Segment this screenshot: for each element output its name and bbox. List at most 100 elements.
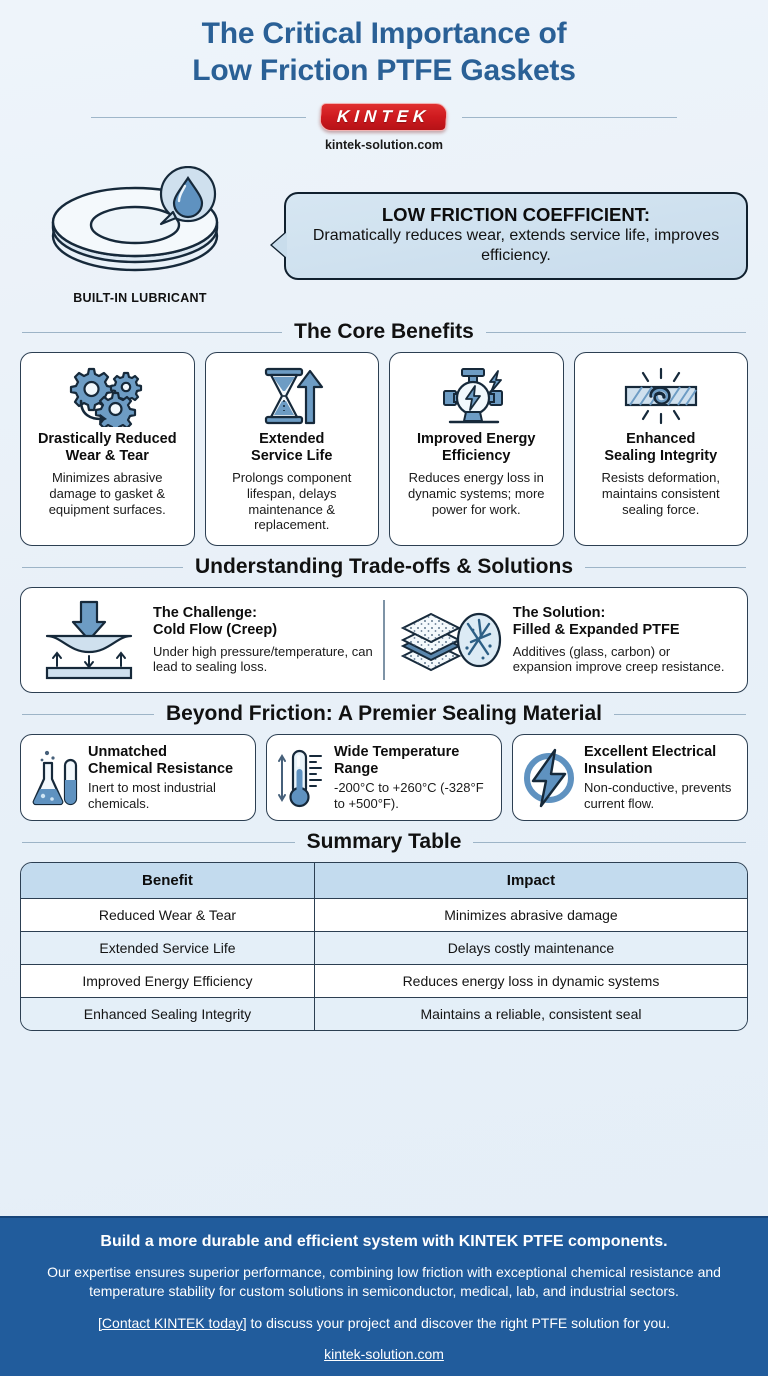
benefit-card-service-life: Extended Service Life Prolongs component… [204, 352, 379, 547]
heading-rule-left [22, 566, 183, 568]
heading-rule-right [473, 841, 746, 843]
heading-rule-right [614, 713, 746, 715]
brand-url: kintek-solution.com [324, 138, 444, 153]
title-line-2: Wear & Tear [65, 448, 149, 464]
feature-card-body: Excellent Electrical Insulation Non-cond… [584, 744, 737, 811]
footer-url-link[interactable]: kintek-solution.com [324, 1346, 444, 1362]
title-line-2: Low Friction PTFE Gaskets [192, 53, 576, 87]
gasket-ring-droplet-icon [51, 166, 219, 272]
feature-card-body: Wide Temperature Range -200°C to +260°C … [334, 744, 491, 811]
feature-card-title: Excellent Electrical Insulation [584, 744, 737, 777]
section-title: Beyond Friction: A Premier Sealing Mater… [165, 702, 603, 726]
benefit-card-desc: Prolongs component lifespan, delays main… [232, 469, 352, 533]
benefit-card-desc: Resists deformation, maintains consisten… [601, 469, 721, 517]
benefit-card-desc: Minimizes abrasive damage to gasket & eq… [48, 469, 166, 517]
seal-knot-icon [583, 363, 740, 429]
contact-link[interactable]: [Contact KINTEK today] [98, 1315, 247, 1332]
feature-card-desc: -200°C to +260°C (-328°F to +500°F). [334, 780, 484, 811]
benefit-card-title: Extended Service Life [214, 431, 371, 465]
tradeoff-solution-body: The Solution: Filled & Expanded PTFE Add… [513, 605, 733, 675]
heading-rule-left [22, 331, 283, 333]
feature-card-electrical-insulation: Excellent Electrical Insulation Non-cond… [512, 734, 748, 822]
title-line-1: Excellent Electrical [584, 744, 717, 761]
benefit-card-sealing: Enhanced Sealing Integrity Resists defor… [573, 352, 748, 547]
benefit-card-title: Improved Energy Efficiency [398, 431, 555, 465]
benefit-card-title: Drastically Reduced Wear & Tear [29, 431, 186, 465]
feature-card-chemical-resistance: Unmatched Chemical Resistance Inert to m… [20, 734, 256, 822]
title-line-2: Cold Flow (Creep) [153, 622, 278, 639]
feature-card-desc: Non-conductive, prevents current flow. [584, 780, 732, 811]
title-line-1: The Solution: [512, 605, 606, 622]
kintek-logo-text: KINTEK [336, 107, 432, 127]
section-title: Understanding Trade-offs & Solutions [195, 555, 574, 579]
divider-right [461, 116, 677, 118]
cell-impact: Maintains a reliable, consistent seal [313, 997, 747, 1031]
table-row: Improved Energy Efficiency Reduces energ… [21, 964, 747, 999]
feature-card-title: Wide Temperature Range [334, 744, 491, 777]
column-header-impact: Impact [313, 863, 747, 900]
section-heading-summary: Summary Table [0, 830, 768, 854]
hero-illustration-caption: BUILT-IN LUBRICANT [73, 291, 207, 306]
footer-heading: Build a more durable and efficient syste… [100, 1233, 668, 1251]
core-benefits-grid: Drastically Reduced Wear & Tear Minimize… [0, 352, 768, 547]
table-head: Benefit Impact [21, 863, 747, 900]
hero-callout: LOW FRICTION COEFFICIENT: Dramatically r… [272, 191, 748, 280]
benefit-card-desc: Reduces energy loss in dynamic systems; … [407, 469, 545, 517]
feature-card-title: Unmatched Chemical Resistance [88, 744, 245, 777]
table-body: Reduced Wear & Tear Minimizes abrasive d… [21, 898, 747, 1031]
cell-benefit: Reduced Wear & Tear [21, 898, 315, 933]
filled-layers-icon [395, 598, 503, 682]
tradeoffs-panel: The Challenge: Cold Flow (Creep) Under h… [20, 587, 748, 694]
title-line-2: Efficiency [442, 448, 511, 464]
summary-table-wrap: Benefit Impact Reduced Wear & Tear Minim… [20, 862, 748, 1032]
benefit-card-energy: Improved Energy Efficiency Reduces energ… [389, 352, 564, 547]
tradeoff-solution-desc: Additives (glass, carbon) or expansion i… [512, 643, 725, 675]
brand-block: KINTEK [319, 103, 449, 132]
panel-divider [383, 600, 385, 681]
page-title: The Critical Importance of Low Friction … [24, 16, 744, 89]
cell-impact: Minimizes abrasive damage [313, 898, 747, 933]
bottom-spacer [0, 1031, 768, 1039]
title-line-2: Sealing Integrity [604, 448, 718, 464]
title-line-2: Chemical Resistance [88, 760, 234, 777]
table-header-row: Benefit Impact [21, 863, 747, 900]
gears-icon [29, 363, 186, 429]
tradeoff-challenge-title: The Challenge: Cold Flow (Creep) [153, 605, 373, 639]
table-row: Extended Service Life Delays costly main… [21, 931, 747, 966]
thermometer-icon [277, 747, 325, 809]
cell-benefit: Extended Service Life [21, 931, 315, 966]
title-line-2: Filled & Expanded PTFE [512, 622, 680, 639]
benefit-card-wear: Drastically Reduced Wear & Tear Minimize… [20, 352, 195, 547]
title-line-2: Range [334, 760, 379, 777]
table-row: Enhanced Sealing Integrity Maintains a r… [21, 997, 747, 1031]
hero-callout-wrap: LOW FRICTION COEFFICIENT: Dramatically r… [266, 191, 748, 280]
hero-illustration-block: BUILT-IN LUBRICANT [20, 166, 260, 305]
hero-section: BUILT-IN LUBRICANT LOW FRICTION COEFFICI… [0, 152, 768, 311]
tradeoff-challenge-desc: Under high pressure/temperature, can lea… [153, 643, 373, 675]
footer-cta-rest: to discuss your project and discover the… [246, 1315, 670, 1332]
title-line-1: Wide Temperature [334, 744, 460, 761]
features-grid: Unmatched Chemical Resistance Inert to m… [0, 734, 768, 822]
tradeoff-solution-title: The Solution: Filled & Expanded PTFE [513, 605, 733, 639]
section-heading-tradeoffs: Understanding Trade-offs & Solutions [0, 555, 768, 579]
benefit-card-title: Enhanced Sealing Integrity [583, 431, 740, 465]
compression-creep-icon [35, 598, 143, 682]
pump-bolt-icon [398, 363, 555, 429]
brand-row: KINTEK [24, 103, 744, 132]
title-line-1: Unmatched [88, 744, 167, 761]
footer-paragraph: Our expertise ensures superior performan… [47, 1264, 721, 1300]
title-line-1: Drastically Reduced [37, 431, 177, 448]
feature-card-desc: Inert to most industrial chemicals. [88, 780, 216, 811]
footer-cta: [Contact KINTEK today] to discuss your p… [26, 1314, 742, 1333]
heading-rule-left [22, 713, 154, 715]
cell-impact: Reduces energy loss in dynamic systems [313, 964, 747, 999]
divider-left [91, 116, 307, 118]
section-title: Summary Table [306, 830, 462, 854]
footer: Build a more durable and efficient syste… [0, 1216, 768, 1376]
title-line-1: Extended [259, 431, 325, 448]
lightning-bolt-icon [523, 747, 575, 809]
section-title: The Core Benefits [294, 320, 474, 344]
flask-testtube-icon [31, 747, 79, 809]
summary-table: Benefit Impact Reduced Wear & Tear Minim… [21, 863, 747, 1031]
